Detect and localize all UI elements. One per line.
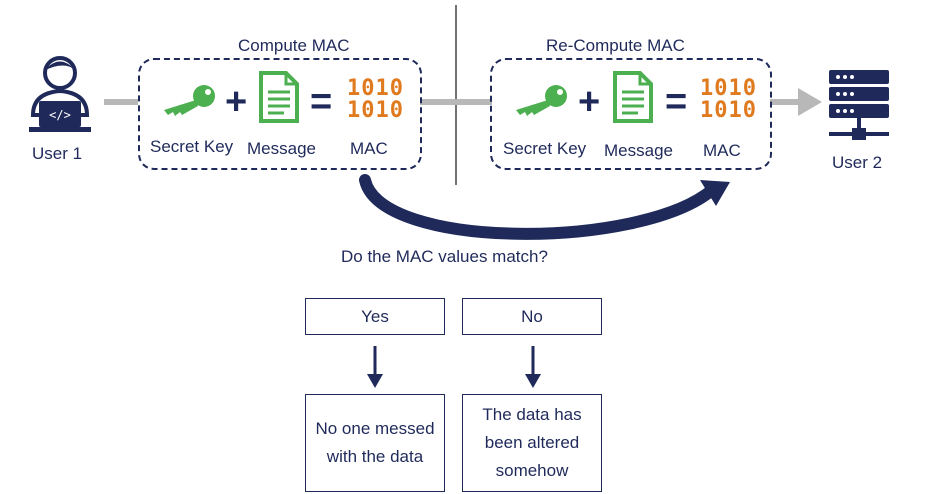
yes-outcome-box: No one messed with the data [305,394,445,492]
user-developer-icon: </> [29,56,91,132]
yes-box: Yes [305,298,445,335]
plus-sign: + [225,81,248,123]
yes-down-arrow-head [367,374,383,388]
equals-sign: = [310,81,333,123]
no-down-arrow-head [525,374,541,388]
question-label: Do the MAC values match? [341,247,548,266]
secret-key-label: Secret Key [503,139,587,158]
svg-text:</>: </> [49,108,71,122]
compute-mac-title: Compute MAC [238,36,350,55]
mac-label: MAC [350,139,388,158]
server-icon [829,70,889,140]
key-icon [164,85,215,116]
compare-arrow-head [700,180,730,206]
user2-label: User 2 [832,153,883,172]
recompute-mac-box [490,58,772,170]
mac-bits: 1010 1010 [700,76,757,123]
message-label: Message [247,139,316,158]
recompute-mac-title: Re-Compute MAC [546,36,685,55]
document-icon [259,71,299,123]
arrow-head-user2 [798,88,822,116]
equals-sign: = [665,81,688,123]
compute-mac-box [138,58,422,170]
no-outcome-box: The data has been altered somehow [462,394,602,492]
message-label: Message [604,141,673,160]
mac-bits: 1010 1010 [347,76,404,123]
plus-sign: + [578,81,601,123]
secret-key-label: Secret Key [150,137,234,156]
compare-curve-arrow [359,174,718,240]
key-icon [516,85,567,116]
no-box: No [462,298,602,335]
document-icon [613,71,653,123]
user1-label: User 1 [32,144,83,163]
mac-label: MAC [703,141,741,160]
